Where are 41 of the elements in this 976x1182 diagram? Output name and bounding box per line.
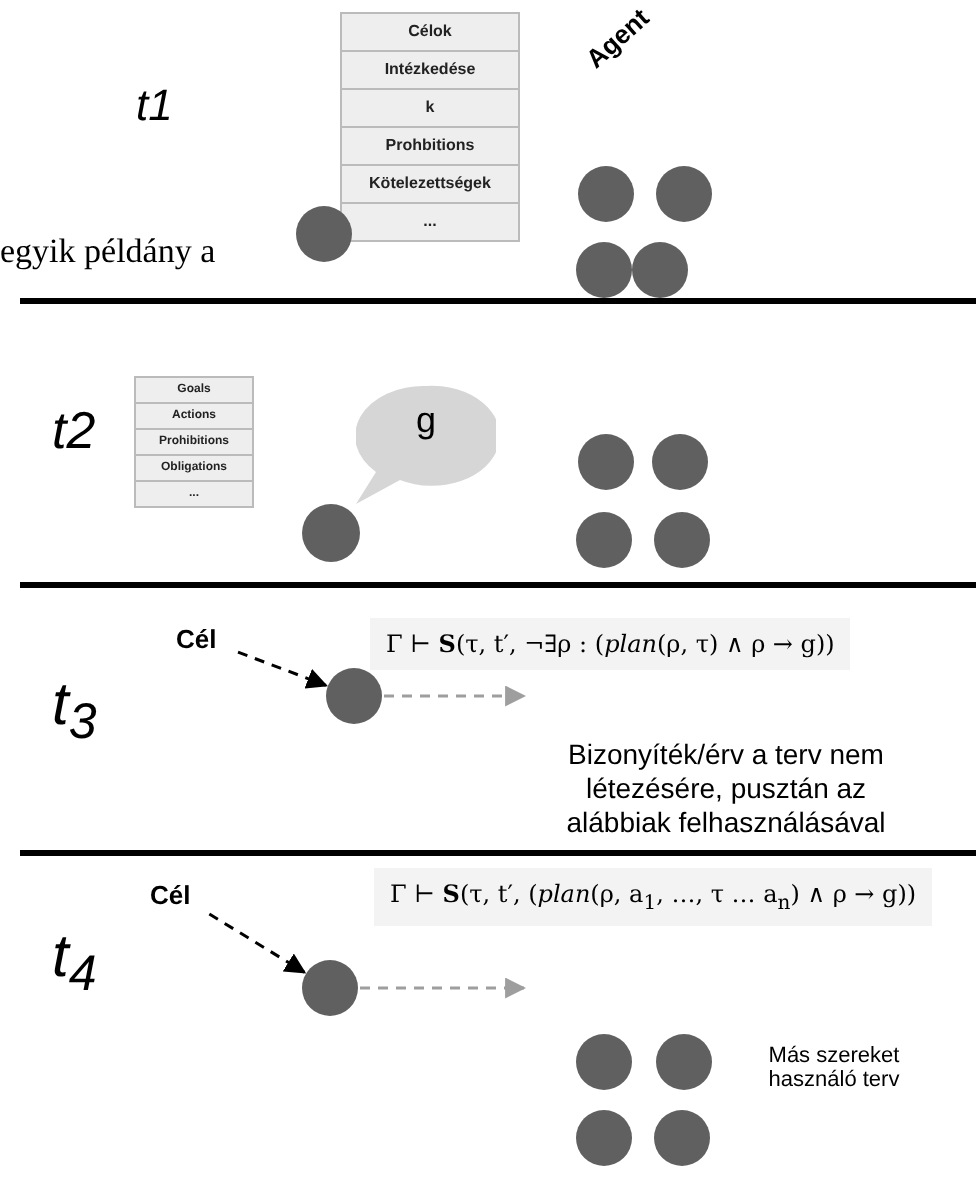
formula: Γ ⊢ S(τ, t′, ¬∃ρ : (plan(ρ, τ) ∧ ρ → g)) xyxy=(370,618,851,670)
agent-circle xyxy=(654,1110,710,1166)
agent-circle xyxy=(656,1034,712,1090)
agent-circle xyxy=(652,434,708,490)
list-row: k xyxy=(342,90,518,128)
agent-circle xyxy=(656,166,712,222)
list-card xyxy=(134,376,254,508)
explanation-text: Bizonyíték/érv a terv nem létezésére, pusztán az alábbiak felhasználásával xyxy=(536,738,916,839)
agent-circle xyxy=(654,512,710,568)
goal-label: Cél xyxy=(150,880,210,912)
agent-circle xyxy=(578,166,634,222)
agent-circle xyxy=(326,668,382,724)
time-label: t$_{3}$ xyxy=(52,672,97,752)
time-label: t2 xyxy=(52,400,96,462)
formula: Γ ⊢ S(τ, t′, (plan(ρ, a$_{1}$, …, τ … a$_{n}$) ∧ ρ → g)) xyxy=(374,868,933,927)
list-row-text: ... xyxy=(421,210,439,234)
list-row: Prohbitions xyxy=(342,128,518,166)
agent-circle xyxy=(632,242,688,298)
list-row: Kötelezettségek xyxy=(342,166,518,204)
agent-circle xyxy=(576,1034,632,1090)
arrow xyxy=(384,685,527,707)
agent-circle xyxy=(296,206,352,262)
caption-text: Más szereket használó terv xyxy=(766,1044,902,1092)
goal-label: Cél xyxy=(176,624,236,656)
bubble-text: g xyxy=(416,400,437,442)
agent-circle xyxy=(576,512,632,568)
agent-circle xyxy=(576,1110,632,1166)
time-label: t1 xyxy=(136,80,173,132)
agent-circle xyxy=(576,242,632,298)
agent-circle xyxy=(302,504,360,562)
arrow xyxy=(360,977,527,999)
list-card xyxy=(340,12,520,242)
text-fragment: egyik példány a xyxy=(0,232,216,272)
agent-circle xyxy=(302,960,358,1016)
agent-circle xyxy=(578,434,634,490)
arrow xyxy=(237,650,328,689)
time-label: t$_{4}$ xyxy=(52,924,97,1004)
list-row: Célok xyxy=(342,14,518,52)
speech-bubble xyxy=(356,384,496,504)
list-row: Intézkedése xyxy=(342,52,518,90)
arrow xyxy=(208,912,307,974)
